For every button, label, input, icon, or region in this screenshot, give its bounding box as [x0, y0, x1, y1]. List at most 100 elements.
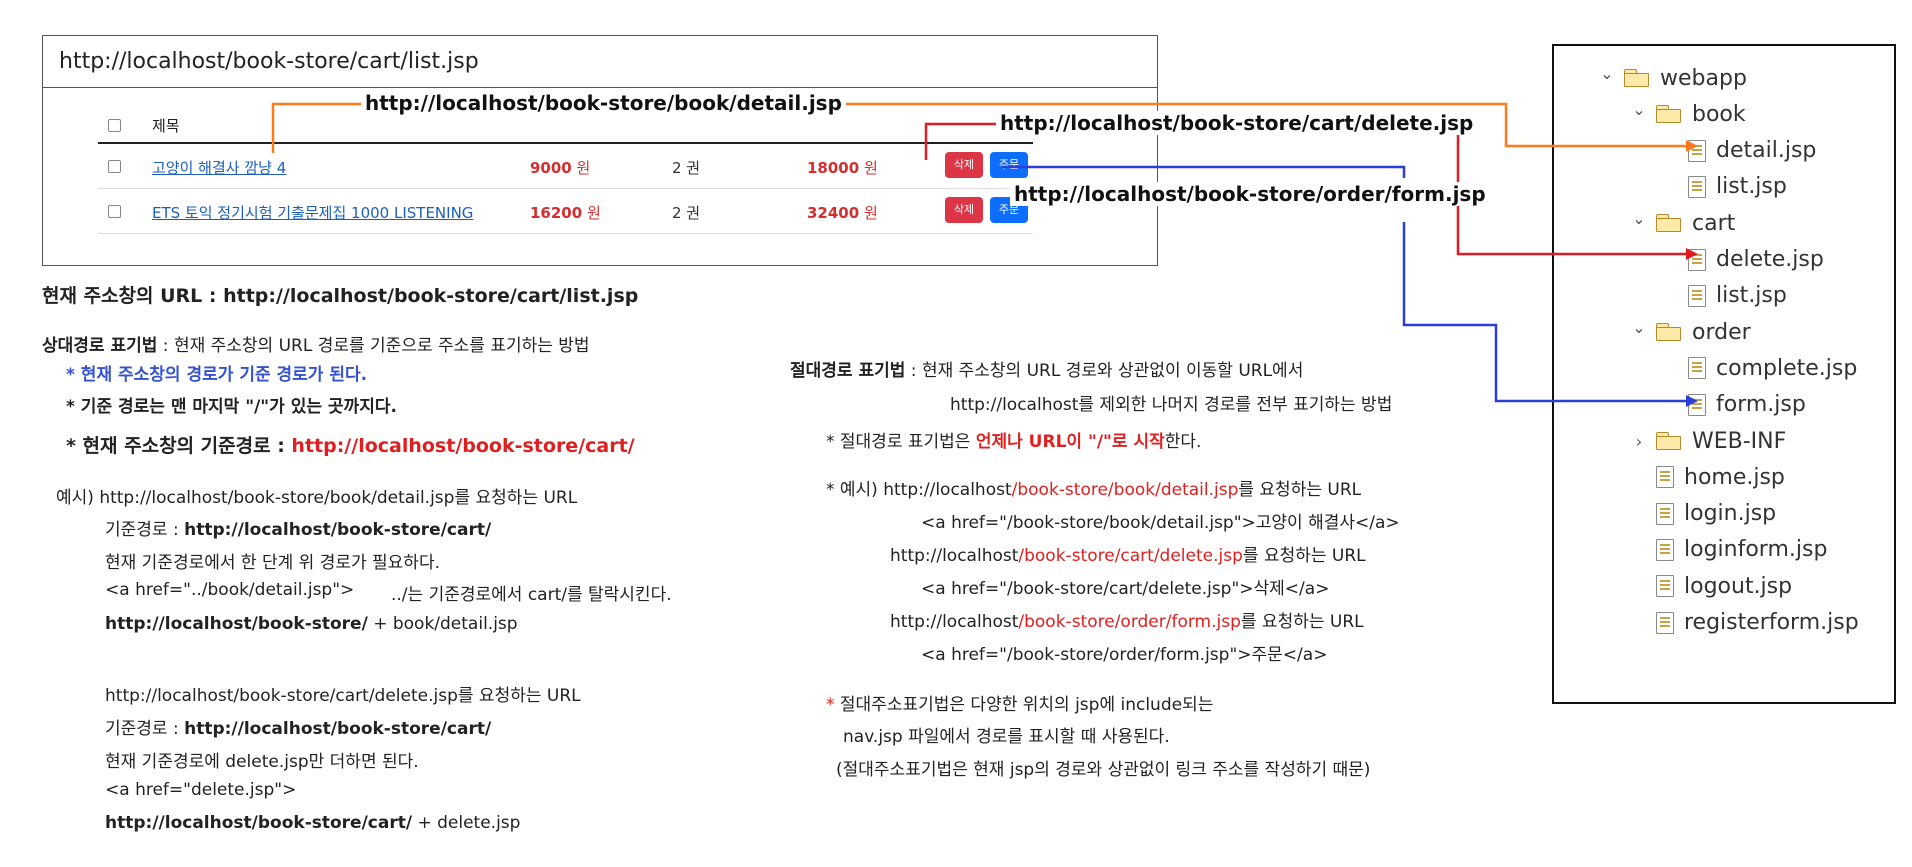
tree-item-label: logout.jsp: [1684, 573, 1793, 599]
folder-icon: [1656, 432, 1682, 450]
tree-item-label: book: [1692, 101, 1746, 127]
tree-item[interactable]: delete.jsp: [1688, 245, 1824, 275]
relative-example-2-base: 기준경로 : http://localhost/book-store/cart/: [105, 719, 492, 739]
chevron-down-icon[interactable]: ⌄: [1600, 63, 1614, 83]
tree-item-label: login.jsp: [1684, 501, 1777, 527]
absolute-example-3: http://localhost/book-store/order/form.j…: [890, 612, 1364, 632]
chevron-right-icon[interactable]: ›: [1635, 431, 1643, 451]
absolute-final-note-1: * 절대주소표기법은 다양한 위치의 jsp에 include되는: [826, 695, 1214, 715]
tree-item[interactable]: complete.jsp: [1688, 353, 1857, 383]
book-title-link[interactable]: 고양이 해결사 깜냥 4: [152, 159, 287, 177]
current-url-heading: 현재 주소창의 URL : http://localhost/book-stor…: [42, 285, 639, 307]
absolute-final-note-3: (절대주소표기법은 현재 jsp의 경로와 상관없이 링크 주소를 작성하기 때…: [836, 760, 1371, 780]
relative-example-2-result: http://localhost/book-store/cart/ + dele…: [105, 813, 521, 833]
relative-example-2-desc: 현재 기준경로에 delete.jsp만 더하면 된다.: [105, 752, 419, 772]
relative-example-2-anchor: <a href="delete.jsp">: [105, 780, 297, 800]
tree-item-label: home.jsp: [1684, 464, 1785, 490]
row-checkbox[interactable]: [108, 160, 121, 173]
file-icon: [1688, 139, 1706, 162]
tree-item-label: order: [1692, 319, 1751, 345]
tree-item-label: registerform.jsp: [1684, 610, 1859, 635]
book-title-link[interactable]: ETS 토익 정기시험 기출문제집 1000 LISTENING: [152, 204, 474, 222]
absolute-path-definition: 절대경로 표기법 : 현재 주소창의 URL 경로와 상관없이 이동할 URL에…: [790, 361, 1304, 381]
column-title-header: 제목: [152, 117, 180, 135]
relative-example-1-anchor: <a href="../book/detail.jsp">: [105, 580, 355, 600]
book-quantity: 2 권: [672, 159, 701, 177]
tree-item[interactable]: ⌄ book: [1630, 99, 1746, 129]
relative-example-2-title: http://localhost/book-store/cart/delete.…: [105, 686, 581, 706]
relative-example-1-note: ../는 기준경로에서 cart/를 탈락시킨다.: [391, 585, 672, 605]
book-total: 32400 원: [807, 204, 878, 222]
tree-item[interactable]: ⌄ order: [1630, 317, 1751, 347]
book-price: 9000 원: [530, 159, 591, 177]
absolute-example-1-anchor: <a href="/book-store/book/detail.jsp">고양…: [921, 513, 1400, 533]
folder-icon: [1656, 214, 1682, 233]
chevron-down-icon[interactable]: ⌄: [1632, 208, 1646, 228]
tree-item[interactable]: loginform.jsp: [1656, 535, 1827, 565]
select-all-checkbox[interactable]: [108, 119, 121, 132]
tree-item[interactable]: list.jsp: [1688, 172, 1787, 202]
tree-item[interactable]: ⌄ cart: [1630, 208, 1735, 238]
tree-item-label: delete.jsp: [1716, 247, 1824, 272]
address-bar[interactable]: http://localhost/book-store/cart/list.js…: [43, 36, 1157, 88]
book-total: 18000 원: [807, 159, 878, 177]
relative-example-1-result: http://localhost/book-store/ + book/deta…: [105, 614, 518, 634]
folder-icon: [1656, 105, 1682, 124]
file-icon: [1656, 611, 1674, 634]
book-price: 16200 원: [530, 204, 601, 222]
tree-item[interactable]: › WEB-INF: [1630, 426, 1787, 456]
file-icon: [1688, 357, 1706, 380]
table-row: ETS 토익 정기시험 기출문제집 1000 LISTENING 16200 원…: [98, 189, 1033, 234]
delete-button[interactable]: 삭제: [945, 152, 983, 178]
address-text: http://localhost/book-store/cart/list.js…: [59, 49, 479, 74]
tree-item[interactable]: ⌄ webapp: [1598, 63, 1747, 93]
delete-button[interactable]: 삭제: [945, 197, 983, 223]
project-file-tree: ⌄ webapp ⌄ book detail.jsp list.jsp ⌄ cart delet…: [1552, 44, 1896, 704]
tree-item[interactable]: logout.jsp: [1656, 571, 1792, 601]
file-icon: [1688, 248, 1706, 271]
absolute-example-1: * 예시) http://localhost/book-store/book/d…: [826, 480, 1362, 500]
order-url-label: http://localhost/book-store/order/form.j…: [1010, 182, 1490, 206]
tree-item[interactable]: registerform.jsp: [1656, 608, 1859, 638]
chevron-down-icon[interactable]: ⌄: [1632, 317, 1646, 337]
tree-item-label: complete.jsp: [1716, 355, 1858, 381]
book-quantity: 2 권: [672, 204, 701, 222]
tree-item[interactable]: detail.jsp: [1688, 136, 1816, 166]
file-icon: [1688, 175, 1706, 198]
relative-example-1-desc: 현재 기준경로에서 한 단계 위 경로가 필요하다.: [105, 553, 440, 573]
delete-url-label: http://localhost/book-store/cart/delete.…: [996, 111, 1478, 135]
file-icon: [1656, 466, 1674, 489]
order-button[interactable]: 주문: [990, 197, 1028, 223]
relative-note-1: * 현재 주소창의 경로가 기준 경로가 된다.: [66, 365, 368, 385]
detail-url-label: http://localhost/book-store/book/detail.…: [361, 91, 846, 115]
chevron-down-icon[interactable]: ⌄: [1632, 99, 1646, 119]
tree-item[interactable]: form.jsp: [1688, 390, 1806, 420]
tree-item[interactable]: list.jsp: [1688, 281, 1787, 311]
tree-item[interactable]: home.jsp: [1656, 462, 1785, 492]
absolute-example-2-anchor: <a href="/book-store/cart/delete.jsp">삭제…: [921, 579, 1330, 599]
relative-path-definition: 상대경로 표기법 : 현재 주소창의 URL 경로를 기준으로 주소를 표기하는…: [42, 336, 590, 356]
tree-item-label: cart: [1692, 210, 1736, 236]
order-button[interactable]: 주문: [990, 152, 1028, 178]
absolute-final-note-2: nav.jsp 파일에서 경로를 표시할 때 사용된다.: [843, 727, 1170, 747]
tree-item-label: WEB-INF: [1692, 428, 1787, 454]
file-icon: [1656, 502, 1674, 525]
absolute-note: * 절대경로 표기법은 언제나 URL이 "/"로 시작한다.: [826, 432, 1202, 452]
relative-example-1-title: 예시) http://localhost/book-store/book/det…: [56, 488, 578, 508]
tree-item-label: list.jsp: [1716, 283, 1787, 309]
relative-note-3: * 현재 주소창의 기준경로 : http://localhost/book-s…: [66, 435, 635, 457]
tree-item-label: form.jsp: [1716, 392, 1806, 418]
tree-item-label: detail.jsp: [1716, 138, 1817, 164]
relative-example-1-base: 기준경로 : http://localhost/book-store/cart/: [105, 520, 492, 540]
row-checkbox[interactable]: [108, 205, 121, 218]
tree-item-label: webapp: [1660, 65, 1747, 91]
absolute-example-3-anchor: <a href="/book-store/order/form.jsp">주문<…: [921, 645, 1328, 665]
absolute-example-2: http://localhost/book-store/cart/delete.…: [890, 546, 1366, 566]
tree-item-label: list.jsp: [1716, 174, 1787, 200]
relative-note-2: * 기준 경로는 맨 마지막 "/"가 있는 곳까지다.: [66, 397, 397, 417]
table-header: 제목: [98, 106, 1033, 144]
file-icon: [1688, 393, 1706, 416]
cart-table: 제목 고양이 해결사 깜냥 4 9000 원 2 권 18000 원 삭제 주문…: [98, 106, 1033, 234]
table-row: 고양이 해결사 깜냥 4 9000 원 2 권 18000 원 삭제 주문: [98, 144, 1033, 189]
tree-item[interactable]: login.jsp: [1656, 499, 1776, 529]
